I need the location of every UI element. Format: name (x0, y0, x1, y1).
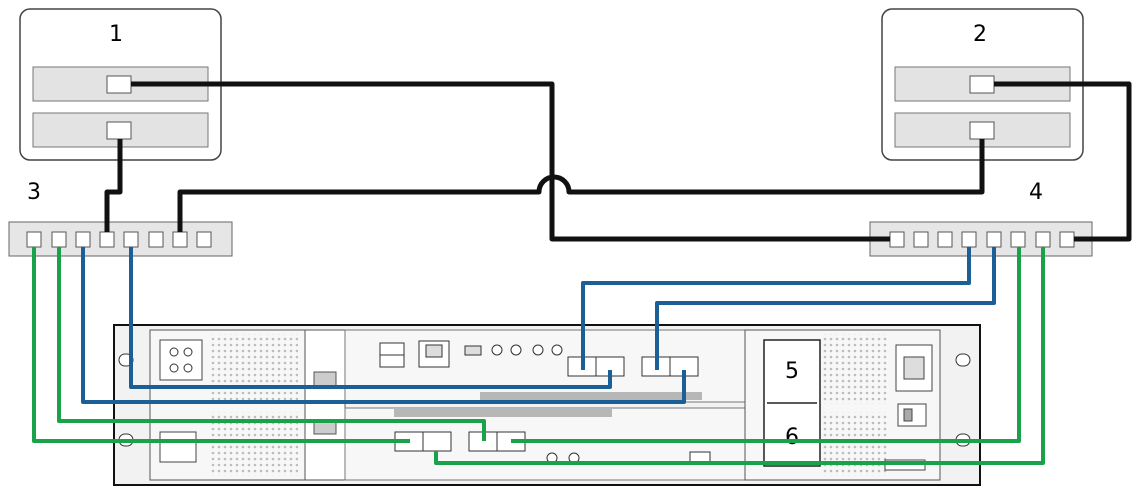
cable-switch3-port5-blue (129, 247, 612, 389)
power-connector-left (159, 339, 203, 381)
switch-3: 3 (8, 180, 233, 257)
switch-4-ports (889, 231, 1075, 248)
switch-4: 4 (869, 180, 1093, 257)
switch-3-label: 3 (27, 180, 41, 205)
cable-host2-bottom-to-switch3 (177, 139, 985, 232)
storage-chassis: 5 6 (113, 324, 981, 486)
host-2: 2 (881, 8, 1084, 161)
switch-4-label: 4 (1029, 180, 1043, 205)
cable-switch3-port3-blue (81, 247, 686, 404)
blue-cables (81, 247, 996, 404)
green-cables (32, 247, 1045, 465)
cable-switch4-port6-green (511, 247, 1021, 443)
cable-host2-top-to-switch4 (994, 81, 1132, 242)
cable-host1-top-to-switch4 (131, 81, 890, 242)
serial-port (464, 345, 482, 356)
cable-switch3-port1-green (32, 247, 410, 443)
host-1-port-top (106, 75, 132, 94)
black-cables (104, 81, 1132, 242)
left-power-supply (149, 329, 346, 481)
controller-callout: 5 6 (763, 339, 821, 467)
controller-module-bottom (344, 407, 746, 481)
host-2-port-top (969, 75, 995, 94)
controller-5-label: 5 (785, 359, 799, 384)
cable-switch4-port7-green (434, 247, 1045, 465)
controller-module-top (344, 329, 746, 403)
host-2-port-bottom (969, 121, 995, 140)
cable-switch4-port4-blue (581, 247, 971, 370)
cable-switch4-port5-blue (655, 247, 996, 370)
controller-6-label: 6 (785, 425, 799, 450)
host-1-label: 1 (109, 22, 123, 47)
cable-switch3-port2-green (57, 247, 486, 441)
rack-ear-right (955, 353, 971, 367)
cable-host1-bottom-to-switch3 (104, 139, 123, 232)
host-1-port-bottom (106, 121, 132, 140)
host-2-label: 2 (973, 22, 987, 47)
